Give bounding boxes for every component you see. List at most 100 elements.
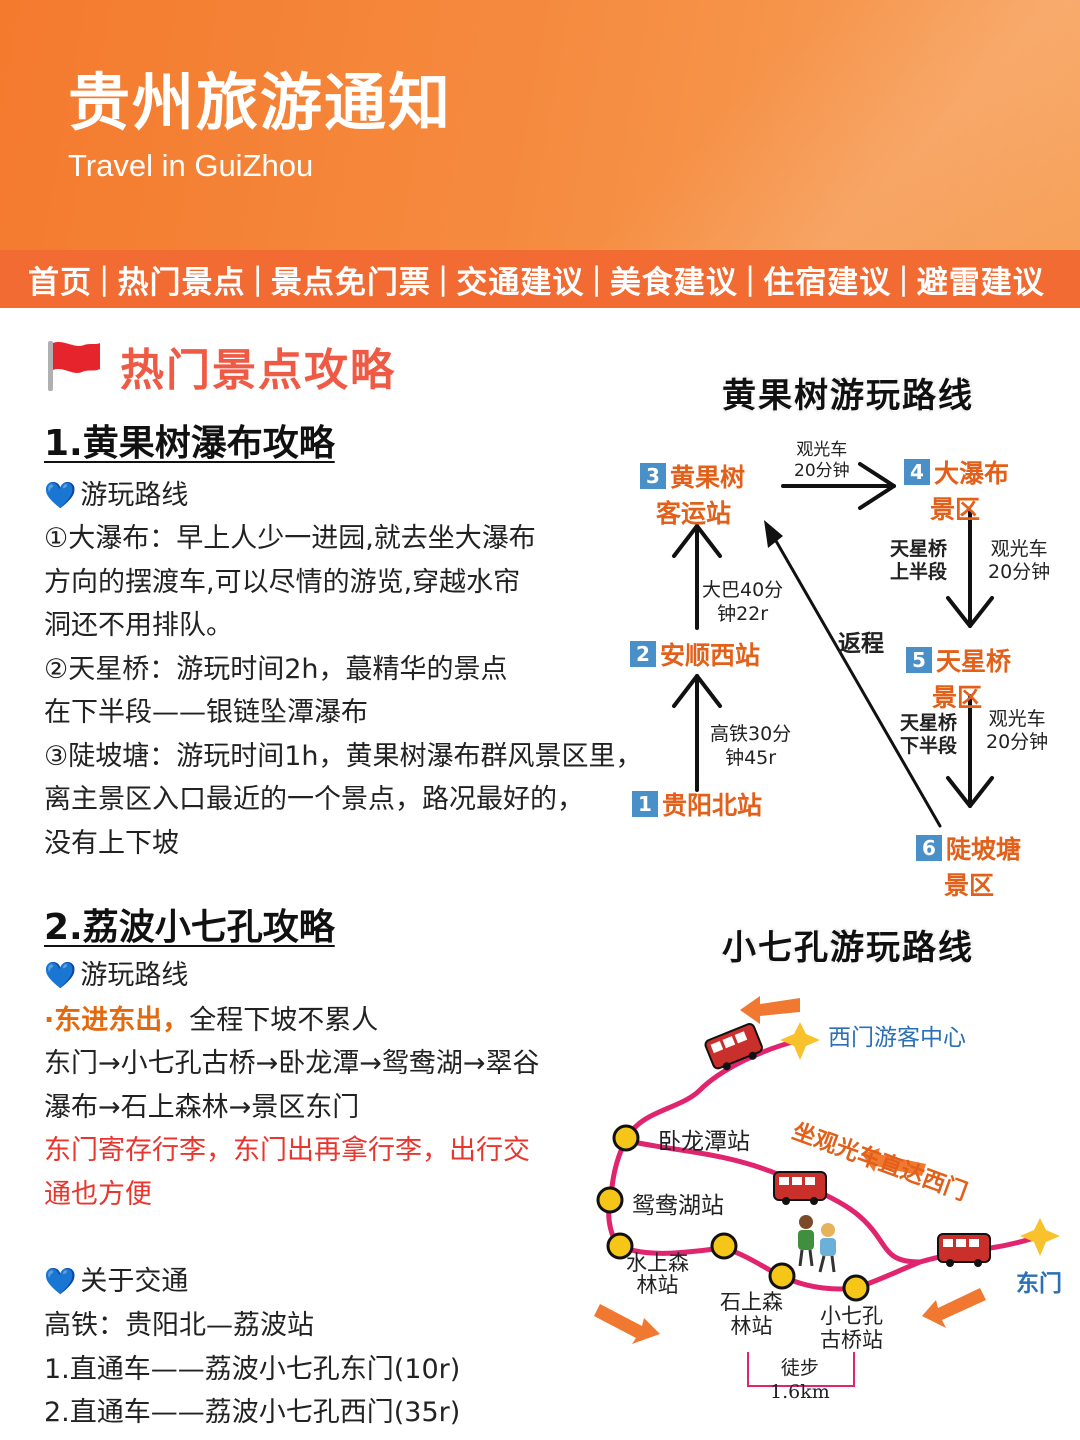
edge-label-line: 20分钟 (988, 561, 1051, 583)
traffic-label-row: 💙关于交通 (44, 1260, 540, 1305)
tip-highlight: ·东进东出， (44, 1004, 190, 1036)
header-banner: 贵州旅游通知 Travel in GuiZhou (0, 0, 1080, 250)
node-label: 景区 (944, 871, 995, 900)
huangguoshu-heading: 1.黄果树瀑布攻略 (44, 423, 335, 464)
xiaoqikong-text: 💙游玩路线 ·东进东出，全程下坡不累人 东门→小七孔古桥→卧龙潭→鸳鸯湖→翠谷 … (44, 954, 540, 1435)
arrow-head (672, 674, 722, 708)
nav-item-pitfalls[interactable]: 避雷建议 (916, 264, 1045, 301)
xiaoqikong-heading: 2.荔波小七孔攻略 (44, 907, 335, 948)
hikers-icon (798, 1215, 836, 1273)
node-big-waterfall: 4 大瀑布 景区 (904, 454, 1009, 526)
edge-label-upper: 天星桥 上半段 (890, 538, 947, 584)
station-placeholder (768, 1262, 796, 1290)
arrow-east-icon (922, 1288, 986, 1328)
blue-heart-icon: 💙 (44, 961, 77, 991)
luggage-note: 东门寄存行李，东门出再拿行李，出行交 (44, 1135, 530, 1166)
label-shuttle-direct: 坐观光车直达西门 (788, 1118, 971, 1206)
edge-label-line: 上半段 (890, 561, 948, 583)
bus-icon (704, 1023, 763, 1071)
text-line: 洞还不用排队。 (44, 610, 233, 641)
arrow-head (946, 596, 994, 628)
nav-item-transport[interactable]: 交通建议 (456, 264, 585, 301)
edge-label-line: 钟22r (717, 603, 769, 625)
header-decoration (443, 0, 1080, 250)
star-west-icon (780, 1022, 820, 1060)
page-subtitle: Travel in GuiZhou (68, 148, 314, 183)
text-line: 高铁：贵阳北—荔波站 (44, 1310, 314, 1341)
text-line: 方向的摆渡车,可以尽情的游览,穿越水帘 (44, 566, 521, 598)
node-guiyang-north: 1 贵阳北站 (632, 786, 762, 822)
edge-label-line: 20分钟 (986, 731, 1049, 753)
label-wolongtan: 卧龙潭站 (658, 1129, 750, 1155)
node-label: 贵阳北站 (662, 791, 763, 820)
label-shuishang: 水上森 林站 (626, 1252, 689, 1296)
nav-item-home[interactable]: 首页 (28, 264, 92, 301)
section-header: 热门景点攻略 (44, 334, 396, 398)
node-tianxingqiao: 5 天星桥 景区 (906, 642, 1011, 714)
text-line: ③陡坡塘：游玩时间1h，黄果树瀑布群风景区里， (44, 740, 643, 772)
edge-label-line: 20分钟 (794, 461, 850, 481)
blue-heart-icon: 💙 (44, 481, 77, 511)
label-line: 1.6km (770, 1381, 830, 1403)
node-label: 黄果树 (670, 463, 746, 492)
spacer (44, 1216, 540, 1260)
label-line: 石上森 (720, 1290, 783, 1314)
bus-icon (773, 1171, 827, 1205)
label-line: 水上森 (626, 1251, 689, 1275)
label-line: 小七孔 (820, 1304, 883, 1328)
flag-icon (44, 339, 102, 393)
nav-item-free-tickets[interactable]: 景点免门票 (270, 264, 431, 301)
label-line: 古桥站 (820, 1328, 883, 1352)
station-shishang (710, 1232, 738, 1260)
section-title: 热门景点攻略 (120, 345, 396, 396)
edge-label-line: 钟45r (725, 747, 777, 769)
bus-icon (937, 1233, 991, 1267)
node-label: 天星桥 (936, 647, 1012, 676)
page-title: 贵州旅游通知 (68, 66, 453, 139)
huangguoshu-text: ①大瀑布：早上人少一进园,就去坐大瀑布 方向的摆渡车,可以尽情的游览,穿越水帘 … (44, 517, 643, 865)
luggage-note: 通也方便 (44, 1178, 152, 1210)
edge-label-rail: 高铁30分 钟45r (710, 722, 791, 770)
label-west-gate: 西门游客中心 (828, 1025, 966, 1051)
station-guqiao (842, 1274, 870, 1302)
label-east-gate: 东门 (1016, 1271, 1062, 1297)
label-walk: 徒步 1.6km (770, 1356, 830, 1404)
tip-line: ·东进东出，全程下坡不累人 (44, 999, 540, 1043)
edge-label-shuttle1: 观光车 20分钟 (794, 440, 850, 482)
route-label: 游玩路线 (80, 960, 189, 991)
return-arrow-head (764, 520, 783, 548)
node-doupotang: 6 陡坡塘 景区 (916, 830, 1021, 902)
badge-3-icon: 3 (640, 463, 666, 489)
node-label: 景区 (932, 683, 983, 712)
nav-item-lodging[interactable]: 住宿建议 (763, 264, 892, 301)
text-line: 没有上下坡 (44, 827, 179, 859)
arrow-head (946, 776, 994, 808)
label-line: 徒步 (780, 1357, 819, 1379)
diagram1-title: 黄果树游玩路线 (722, 376, 974, 416)
node-huangguoshu-bus-station: 3 黄果树 客运站 (640, 458, 745, 530)
arrow-exit-icon (594, 1304, 660, 1344)
edge-label-line: 高铁30分 (710, 723, 792, 745)
edge-label-return: 返程 (838, 631, 884, 657)
node-label: 客运站 (656, 499, 732, 528)
edge-label-shuttle3: 观光车 20分钟 (986, 708, 1048, 754)
edge-label-bus: 大巴40分 钟22r (702, 578, 783, 626)
route-label-row: 💙游玩路线 (44, 954, 540, 999)
badge-6-icon: 6 (916, 835, 942, 861)
edge-label-line: 天星桥 (890, 538, 948, 560)
node-label: 陡坡塘 (946, 835, 1022, 864)
edge-label-line: 天星桥 (900, 712, 958, 734)
node-label: 安顺西站 (660, 641, 761, 670)
arrow-head (672, 524, 722, 558)
route-label: 游玩路线 (80, 480, 189, 511)
badge-2-icon: 2 (630, 641, 656, 667)
nav-item-food[interactable]: 美食建议 (609, 264, 738, 301)
edge-label-line: 下半段 (900, 735, 958, 757)
text-line: ②天星桥：游玩时间2h，蕞精华的景点 (44, 653, 508, 685)
arrow-head (858, 462, 896, 510)
text-line: 瀑布→石上森林→景区东门 (44, 1091, 360, 1123)
badge-4-icon: 4 (904, 459, 930, 485)
nav-item-hot-spots[interactable]: 热门景点 (117, 264, 246, 301)
text-line: 在下半段——银链坠潭瀑布 (44, 697, 368, 728)
label-guqiao: 小七孔 古桥站 (820, 1304, 883, 1352)
